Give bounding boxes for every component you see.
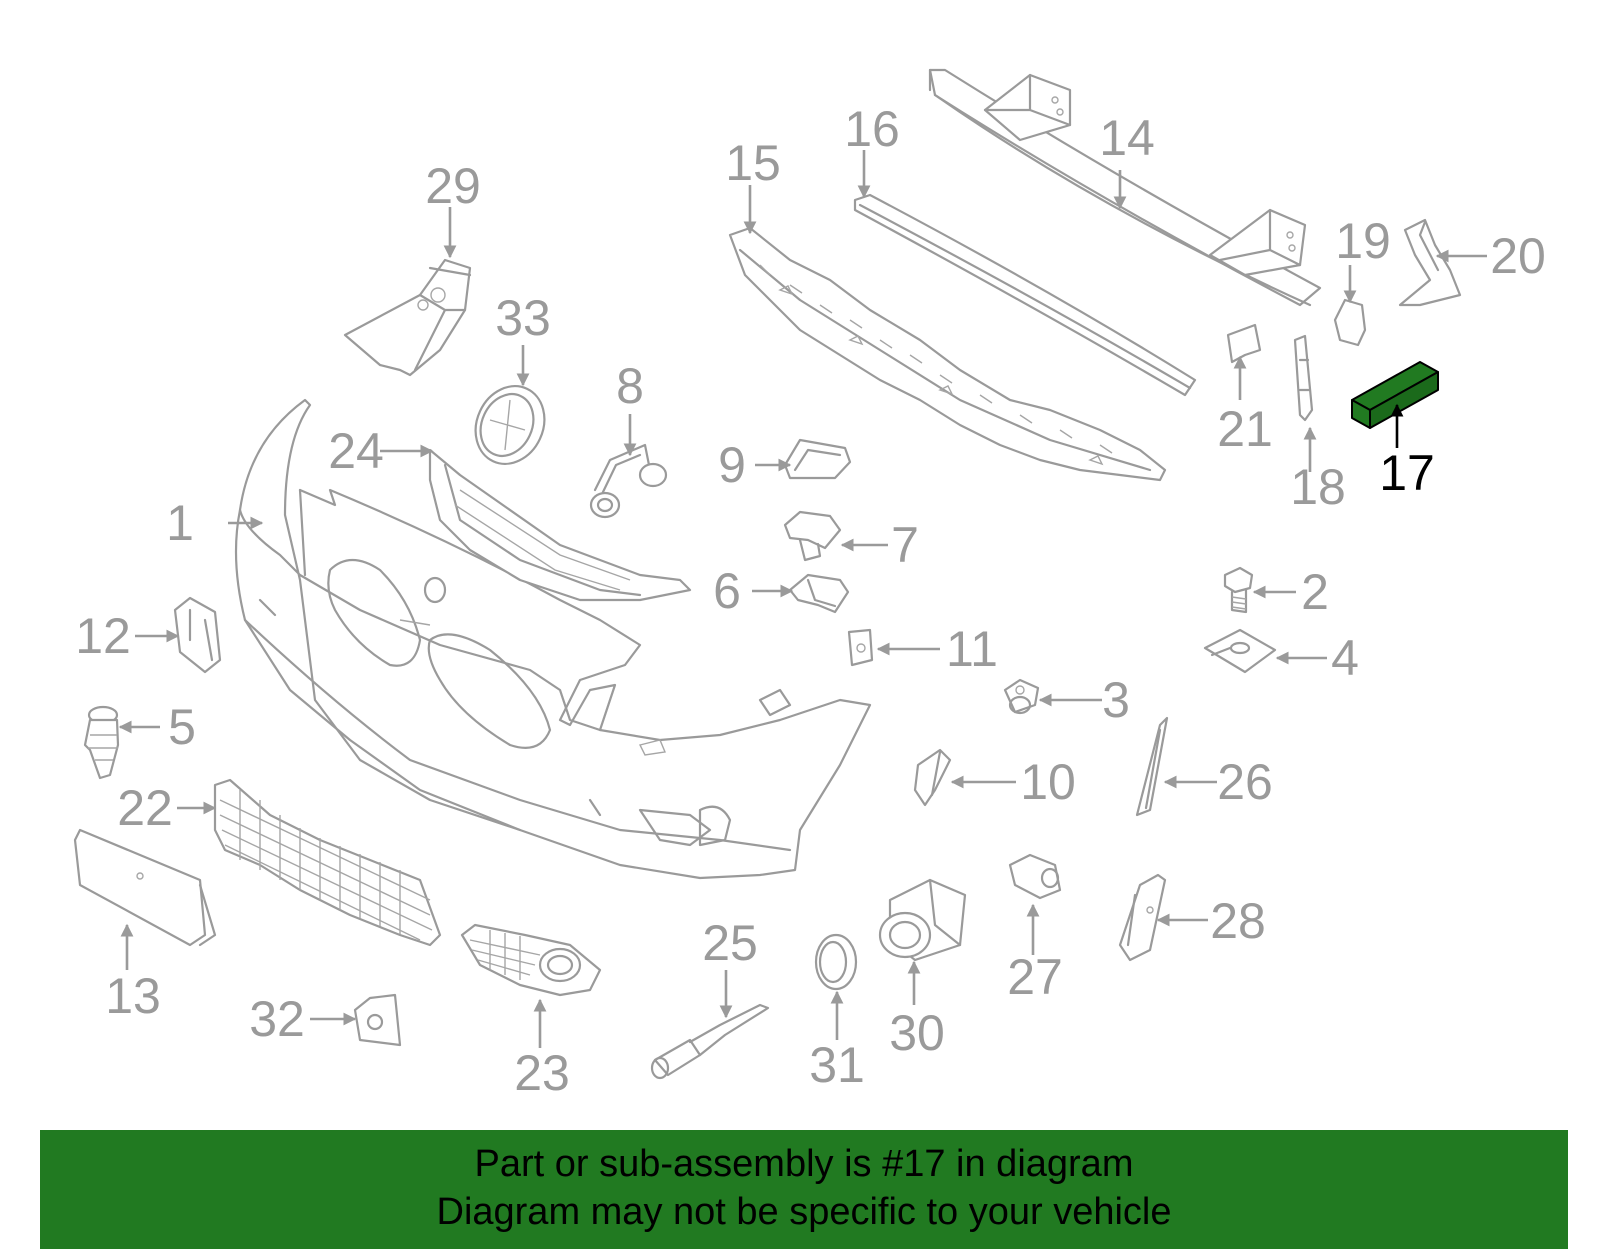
part-17-highlighted bbox=[1351, 361, 1439, 429]
callout-13: 13 bbox=[105, 968, 161, 1024]
callout-22: 22 bbox=[117, 780, 173, 836]
callout-10: 10 bbox=[1020, 754, 1076, 810]
part-10-bracket bbox=[913, 748, 952, 807]
part-15-energy-absorber bbox=[728, 226, 1167, 482]
callout-19: 19 bbox=[1335, 213, 1391, 269]
part-1-bumper-cover bbox=[234, 398, 872, 880]
part-23-fog-grille bbox=[460, 923, 602, 997]
part-5-clip bbox=[83, 705, 120, 780]
callout-4: 4 bbox=[1331, 630, 1359, 686]
part-2-bolt bbox=[1223, 566, 1254, 614]
callout-32: 32 bbox=[249, 991, 305, 1047]
callout-23: 23 bbox=[514, 1045, 570, 1101]
part-21-bracket bbox=[1226, 323, 1262, 364]
callout-6: 6 bbox=[713, 563, 741, 619]
callout-20: 20 bbox=[1490, 228, 1546, 284]
banner-line-2: Diagram may not be specific to your vehi… bbox=[436, 1191, 1172, 1233]
callout-9: 9 bbox=[718, 437, 746, 493]
part-14-bumper-carrier bbox=[928, 68, 1322, 307]
part-18-bracket bbox=[1293, 334, 1314, 422]
callout-25: 25 bbox=[702, 915, 758, 971]
callout-numbers: 1 2 3 4 5 6 7 8 9 10 11 12 13 14 15 16 1… bbox=[75, 101, 1546, 1101]
callout-leaders bbox=[118, 150, 1487, 1048]
part-8-bracket bbox=[589, 443, 668, 519]
part-30-park-sensor bbox=[878, 878, 967, 962]
part-16-strip bbox=[853, 193, 1197, 397]
part-3-clip bbox=[1003, 678, 1040, 715]
callout-7: 7 bbox=[891, 517, 919, 573]
callout-3: 3 bbox=[1102, 672, 1130, 728]
part-32-bracket bbox=[353, 993, 402, 1047]
info-banner: Part or sub-assembly is #17 in diagram D… bbox=[40, 1130, 1568, 1249]
part-27-sensor-bracket bbox=[1008, 853, 1062, 900]
callout-15: 15 bbox=[725, 135, 781, 191]
callout-14: 14 bbox=[1099, 110, 1155, 166]
callout-21: 21 bbox=[1217, 401, 1273, 457]
part-20-bracket bbox=[1398, 218, 1462, 307]
callout-11: 11 bbox=[946, 621, 998, 677]
part-11-clip bbox=[847, 628, 874, 667]
callout-2: 2 bbox=[1301, 564, 1329, 620]
callout-17: 17 bbox=[1379, 445, 1435, 501]
callout-12: 12 bbox=[75, 608, 131, 664]
callout-24: 24 bbox=[328, 423, 384, 479]
part-22-lower-grille bbox=[213, 778, 442, 947]
callout-26: 26 bbox=[1217, 754, 1273, 810]
part-31-cap bbox=[814, 933, 858, 991]
callout-31: 31 bbox=[809, 1037, 865, 1093]
callout-33: 33 bbox=[495, 290, 551, 346]
part-24-grille bbox=[428, 448, 692, 602]
part-13-plate-holder bbox=[73, 828, 217, 947]
callout-8: 8 bbox=[616, 358, 644, 414]
part-12-bracket bbox=[173, 596, 222, 674]
callout-16: 16 bbox=[844, 101, 900, 157]
part-28-side-bracket bbox=[1118, 873, 1167, 962]
part-19-bracket bbox=[1333, 298, 1367, 347]
part-29-air-duct bbox=[343, 258, 472, 377]
part-33-emblem bbox=[474, 385, 546, 465]
callout-30: 30 bbox=[889, 1005, 945, 1061]
part-6-bracket bbox=[788, 573, 850, 614]
callout-5: 5 bbox=[168, 699, 196, 755]
callout-1: 1 bbox=[166, 495, 194, 551]
part-25-sensor bbox=[650, 1003, 770, 1080]
part-26-trim-strip bbox=[1135, 716, 1169, 817]
part-4-nut-plate bbox=[1203, 628, 1277, 674]
callout-29: 29 bbox=[425, 158, 481, 214]
banner-line-1: Part or sub-assembly is #17 in diagram bbox=[474, 1143, 1134, 1185]
callout-27: 27 bbox=[1007, 949, 1063, 1005]
callout-18: 18 bbox=[1290, 459, 1346, 515]
part-9-cap bbox=[783, 438, 852, 480]
callout-28: 28 bbox=[1210, 893, 1266, 949]
part-7-bracket bbox=[783, 510, 842, 562]
